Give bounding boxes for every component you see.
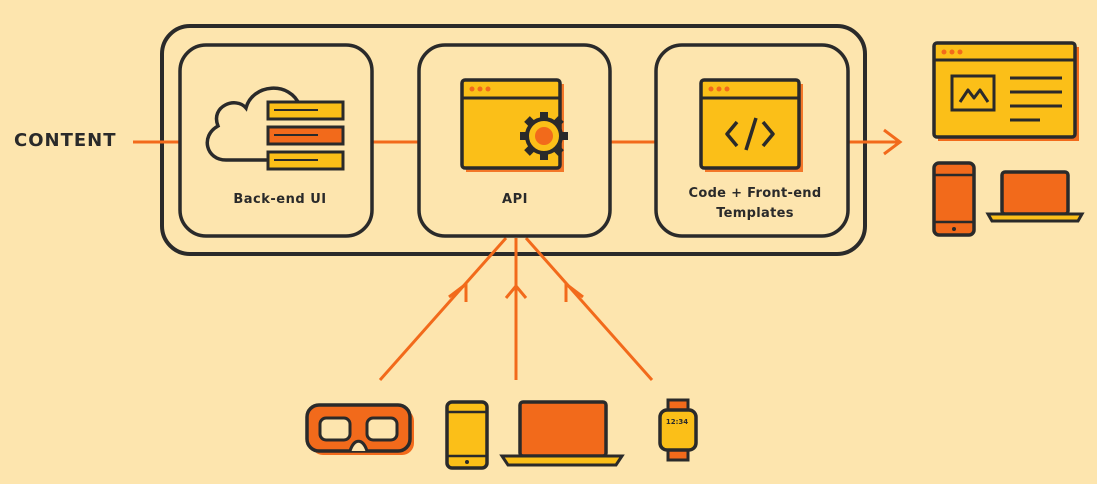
vr-headset-icon — [305, 403, 414, 455]
templates-label: Code + Front-end Templates — [660, 184, 850, 224]
browser-gear-icon — [460, 78, 568, 172]
backend-box — [178, 43, 374, 238]
website-window-icon — [932, 41, 1079, 141]
laptop-icon — [985, 170, 1085, 223]
api-box — [417, 43, 612, 238]
templates-label-line2: Templates — [716, 206, 794, 221]
client-arrow-left — [378, 237, 508, 381]
client-arrow-middle-head — [504, 283, 528, 299]
laptop-icon — [499, 400, 625, 467]
connectors — [133, 128, 903, 381]
client-arrow-right-head — [564, 280, 584, 302]
client-arrow-right — [524, 237, 654, 381]
smartphone-icon — [932, 161, 976, 237]
templates-box — [654, 43, 850, 238]
templates-label-line1: Code + Front-end — [688, 186, 822, 201]
browser-code-icon — [699, 78, 803, 172]
backend-ui-label: Back-end UI — [233, 192, 327, 207]
client-arrow-left-head — [448, 280, 468, 302]
watch-time-display: 12:34 — [665, 418, 689, 426]
output-arrow-head — [883, 128, 903, 156]
content-input-label: CONTENT — [14, 130, 117, 151]
tablet-icon — [445, 400, 489, 470]
cloud-server-icon — [205, 86, 345, 171]
api-label: API — [502, 192, 528, 207]
system-container — [160, 24, 867, 256]
smartwatch-icon — [658, 398, 698, 462]
